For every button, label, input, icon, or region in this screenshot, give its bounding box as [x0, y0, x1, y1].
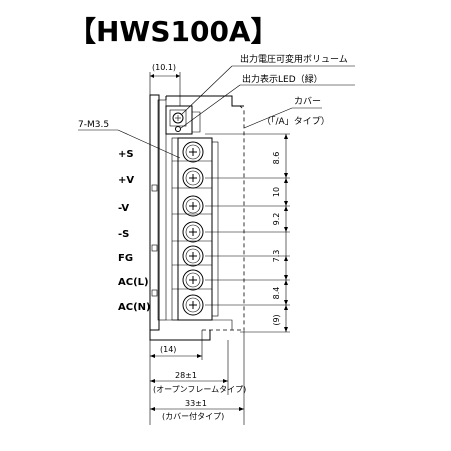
screw-icon	[182, 141, 204, 163]
volume-knob-icon	[172, 112, 184, 124]
dim-pitch-5: 8.4	[272, 287, 281, 300]
dim-open-frame-width: 28±1	[175, 371, 197, 380]
dim-cover-width: 33±1	[185, 399, 207, 408]
led-icon	[175, 126, 181, 132]
callout-cover-type: （「/A」タイプ）	[262, 116, 330, 127]
screw-icon	[182, 195, 204, 217]
width-dimension-lines	[149, 330, 245, 425]
screw-icon	[182, 294, 204, 316]
vr-led-block	[165, 105, 201, 135]
terminal-screws	[182, 141, 204, 316]
callout-leaders	[78, 65, 355, 159]
terminal-label-plus-s: +S	[118, 149, 134, 160]
terminal-label-plus-v: +V	[118, 175, 134, 186]
chassis-outline	[149, 94, 245, 341]
screw-icon	[182, 167, 204, 189]
dim-depth-14: (14)	[160, 345, 176, 354]
dim-cover-type: (カバー付タイプ)	[162, 411, 224, 421]
dim-pitch-3: 9.2	[272, 213, 281, 226]
callout-led: 出力表示LED（緑）	[242, 73, 323, 85]
terminal-label-ac-n: AC(N)	[118, 302, 151, 313]
dim-bottom-offset: (9)	[272, 314, 281, 325]
callout-volume: 出力電圧可変用ボリューム	[240, 53, 348, 65]
callout-cover: カバー	[294, 96, 321, 107]
callout-screw-spec: 7-M3.5	[78, 120, 109, 130]
screw-icon	[182, 221, 204, 243]
screw-icon	[182, 245, 204, 267]
pitch-dimension-lines	[205, 133, 290, 333]
terminal-label-ac-l: AC(L)	[118, 277, 149, 288]
dim-open-frame-type: (オープンフレームタイプ)	[153, 385, 246, 394]
terminal-label-minus-v: -V	[118, 203, 129, 214]
terminal-block	[171, 137, 219, 321]
dim-pitch-1: 8.6	[272, 152, 281, 165]
dim-top-offset: (10.1)	[152, 63, 176, 72]
terminal-label-minus-s: -S	[118, 229, 129, 240]
dim-pitch-4: 7.3	[272, 250, 281, 263]
model-title: 【HWS100A】	[68, 15, 279, 48]
terminal-label-fg: FG	[118, 253, 133, 264]
screw-icon	[182, 269, 204, 291]
dim-pitch-2: 10	[272, 187, 281, 197]
